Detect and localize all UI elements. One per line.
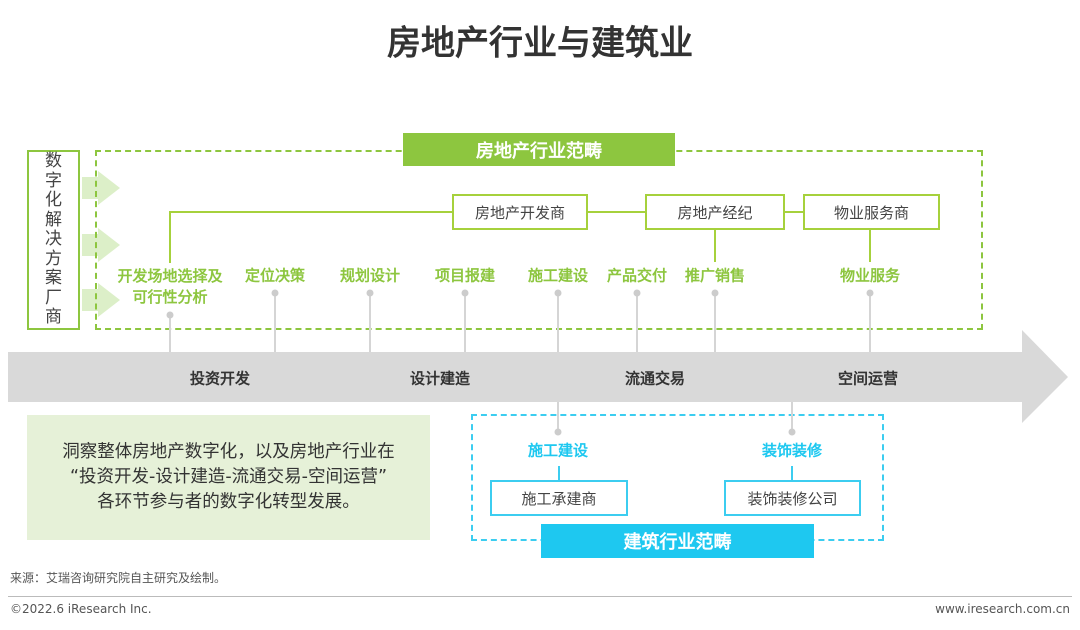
construction-scope-label: 建筑行业范畴 <box>541 524 814 558</box>
company-property-service: 物业服务商 <box>803 194 940 230</box>
stage-site-selection: 开发场地选择及可行性分析 <box>117 267 223 306</box>
stage-approval: 项目报建 <box>434 266 496 285</box>
construction-scope-frame <box>471 414 884 541</box>
vendor-char: 数 <box>45 151 62 172</box>
phase-operations: 空间运营 <box>837 369 899 388</box>
arrow-shape <box>82 234 98 256</box>
stage-property-service: 物业服务 <box>839 266 901 285</box>
arrow-shape <box>98 283 120 317</box>
website: www.iresearch.com.cn <box>935 602 1070 616</box>
company-contractor: 施工承建商 <box>490 480 628 516</box>
stage-planning: 规划设计 <box>339 266 401 285</box>
phase-design-build: 设计建造 <box>409 369 471 388</box>
company-decoration: 装饰装修公司 <box>724 480 861 516</box>
connector-line <box>169 211 171 263</box>
vendor-char: 化 <box>45 190 62 211</box>
vendor-char: 字 <box>45 170 62 191</box>
stage-construction: 施工建设 <box>527 266 589 285</box>
dot <box>554 428 562 436</box>
phase-investment: 投资开发 <box>189 369 251 388</box>
arrow-shape <box>82 289 98 311</box>
vendor-char: 决 <box>45 229 62 250</box>
construction-stage-build: 施工建设 <box>527 441 589 460</box>
dot <box>366 289 374 297</box>
real-estate-scope-frame <box>95 150 983 330</box>
company-broker: 房地产经纪 <box>645 194 785 230</box>
stage-delivery: 产品交付 <box>606 266 668 285</box>
connector-line <box>869 228 871 262</box>
dot <box>271 289 279 297</box>
dot <box>554 289 562 297</box>
dot <box>866 289 874 297</box>
vendor-box: 数字化解决方案厂商 <box>27 150 80 330</box>
page-title: 房地产行业与建筑业 <box>387 23 693 64</box>
vendor-char: 方 <box>45 248 62 269</box>
summary-line: 各环节参与者的数字化转型发展。 <box>97 492 360 512</box>
copyright: ©2022.6 iResearch Inc. <box>10 602 152 616</box>
phase-trading: 流通交易 <box>624 369 686 388</box>
vendor-char: 案 <box>45 268 62 289</box>
company-developer: 房地产开发商 <box>452 194 588 230</box>
connector-line <box>714 228 716 262</box>
summary-line: 洞察整体房地产数字化，以及房地产行业在 <box>62 442 395 462</box>
source-note: 来源：艾瑞咨询研究院自主研究及绘制。 <box>10 571 227 585</box>
arrow-shape <box>98 228 120 262</box>
arrow-shape <box>98 171 120 205</box>
stage-positioning: 定位决策 <box>244 266 306 285</box>
vendor-char: 解 <box>45 209 62 230</box>
dot <box>633 289 641 297</box>
value-chain-arrow <box>8 330 1068 423</box>
dot <box>461 289 469 297</box>
vendor-char: 厂 <box>45 287 62 308</box>
vendor-char: 商 <box>45 307 62 328</box>
dot <box>166 311 174 319</box>
real-estate-scope-label: 房地产行业范畴 <box>403 133 675 166</box>
summary-box: 洞察整体房地产数字化，以及房地产行业在 “投资开发-设计建造-流通交易-空间运营”… <box>27 415 430 540</box>
summary-line: “投资开发-设计建造-流通交易-空间运营” <box>69 467 388 487</box>
arrow-shape <box>82 177 98 199</box>
dot <box>711 289 719 297</box>
footer-divider <box>8 596 1072 597</box>
construction-stage-decoration: 装饰装修 <box>761 441 823 460</box>
stage-sales: 推广销售 <box>684 266 746 285</box>
dot <box>788 428 796 436</box>
